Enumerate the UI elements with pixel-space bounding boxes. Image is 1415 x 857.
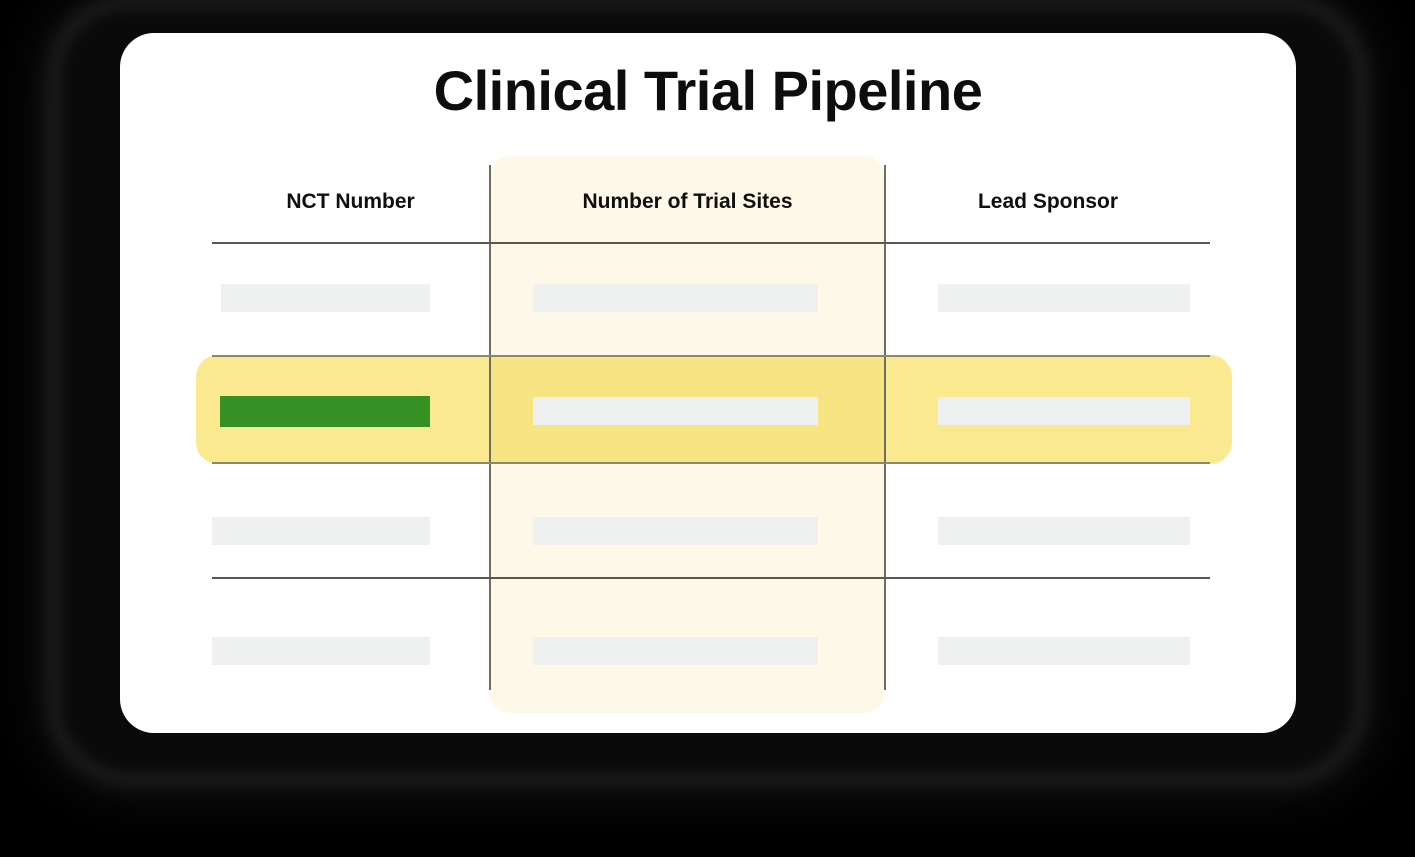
table-cell-placeholder[interactable] (938, 517, 1190, 545)
table-cell-placeholder[interactable] (533, 637, 818, 665)
table-cell-placeholder[interactable] (533, 397, 818, 425)
table-cell-placeholder[interactable] (533, 284, 818, 312)
table-cell-placeholder[interactable] (938, 284, 1190, 312)
table-cell-placeholder[interactable] (212, 637, 430, 665)
table-cell-placeholder[interactable] (938, 637, 1190, 665)
table-cell-placeholder[interactable] (533, 517, 818, 545)
clinical-trial-table: NCT Number Number of Trial Sites Lead Sp… (120, 33, 1296, 733)
column-divider-left (489, 165, 491, 690)
column-divider-right (884, 165, 886, 690)
table-cell-placeholder[interactable] (212, 517, 430, 545)
column-header-nct-number[interactable]: NCT Number (286, 190, 415, 213)
selected-row-top-rule (212, 355, 1210, 357)
page-title: Clinical Trial Pipeline (433, 59, 983, 122)
header-bottom-rule (212, 242, 1210, 244)
table-cell-placeholder[interactable] (221, 284, 430, 312)
table-cell-placeholder[interactable] (938, 397, 1190, 425)
row-divider-rule (212, 577, 1210, 579)
table-cell-selected-nct-number[interactable] (220, 396, 430, 427)
selected-row-bottom-rule (212, 462, 1210, 464)
column-header-number-of-trial-sites[interactable]: Number of Trial Sites (582, 190, 793, 213)
clinical-trial-card: Clinical Trial Pipeline NCT Number Numbe… (120, 33, 1296, 733)
column-header-lead-sponsor[interactable]: Lead Sponsor (977, 190, 1119, 213)
